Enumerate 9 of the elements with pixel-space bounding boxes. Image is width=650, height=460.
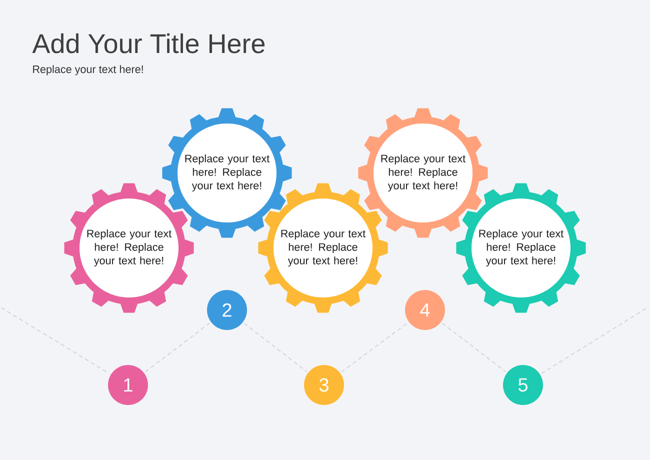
dashed-line — [442, 322, 506, 372]
title: Add Your Title Here — [32, 33, 265, 54]
gear: Replace your text here! Replace your text here! — [456, 183, 586, 313]
subtitle: Replace your text here! — [33, 65, 143, 76]
dashed-line — [244, 322, 308, 372]
dashed-line — [340, 322, 408, 372]
dashed-line — [540, 306, 650, 374]
dashed-line — [0, 307, 110, 374]
dashed-line — [144, 322, 210, 372]
